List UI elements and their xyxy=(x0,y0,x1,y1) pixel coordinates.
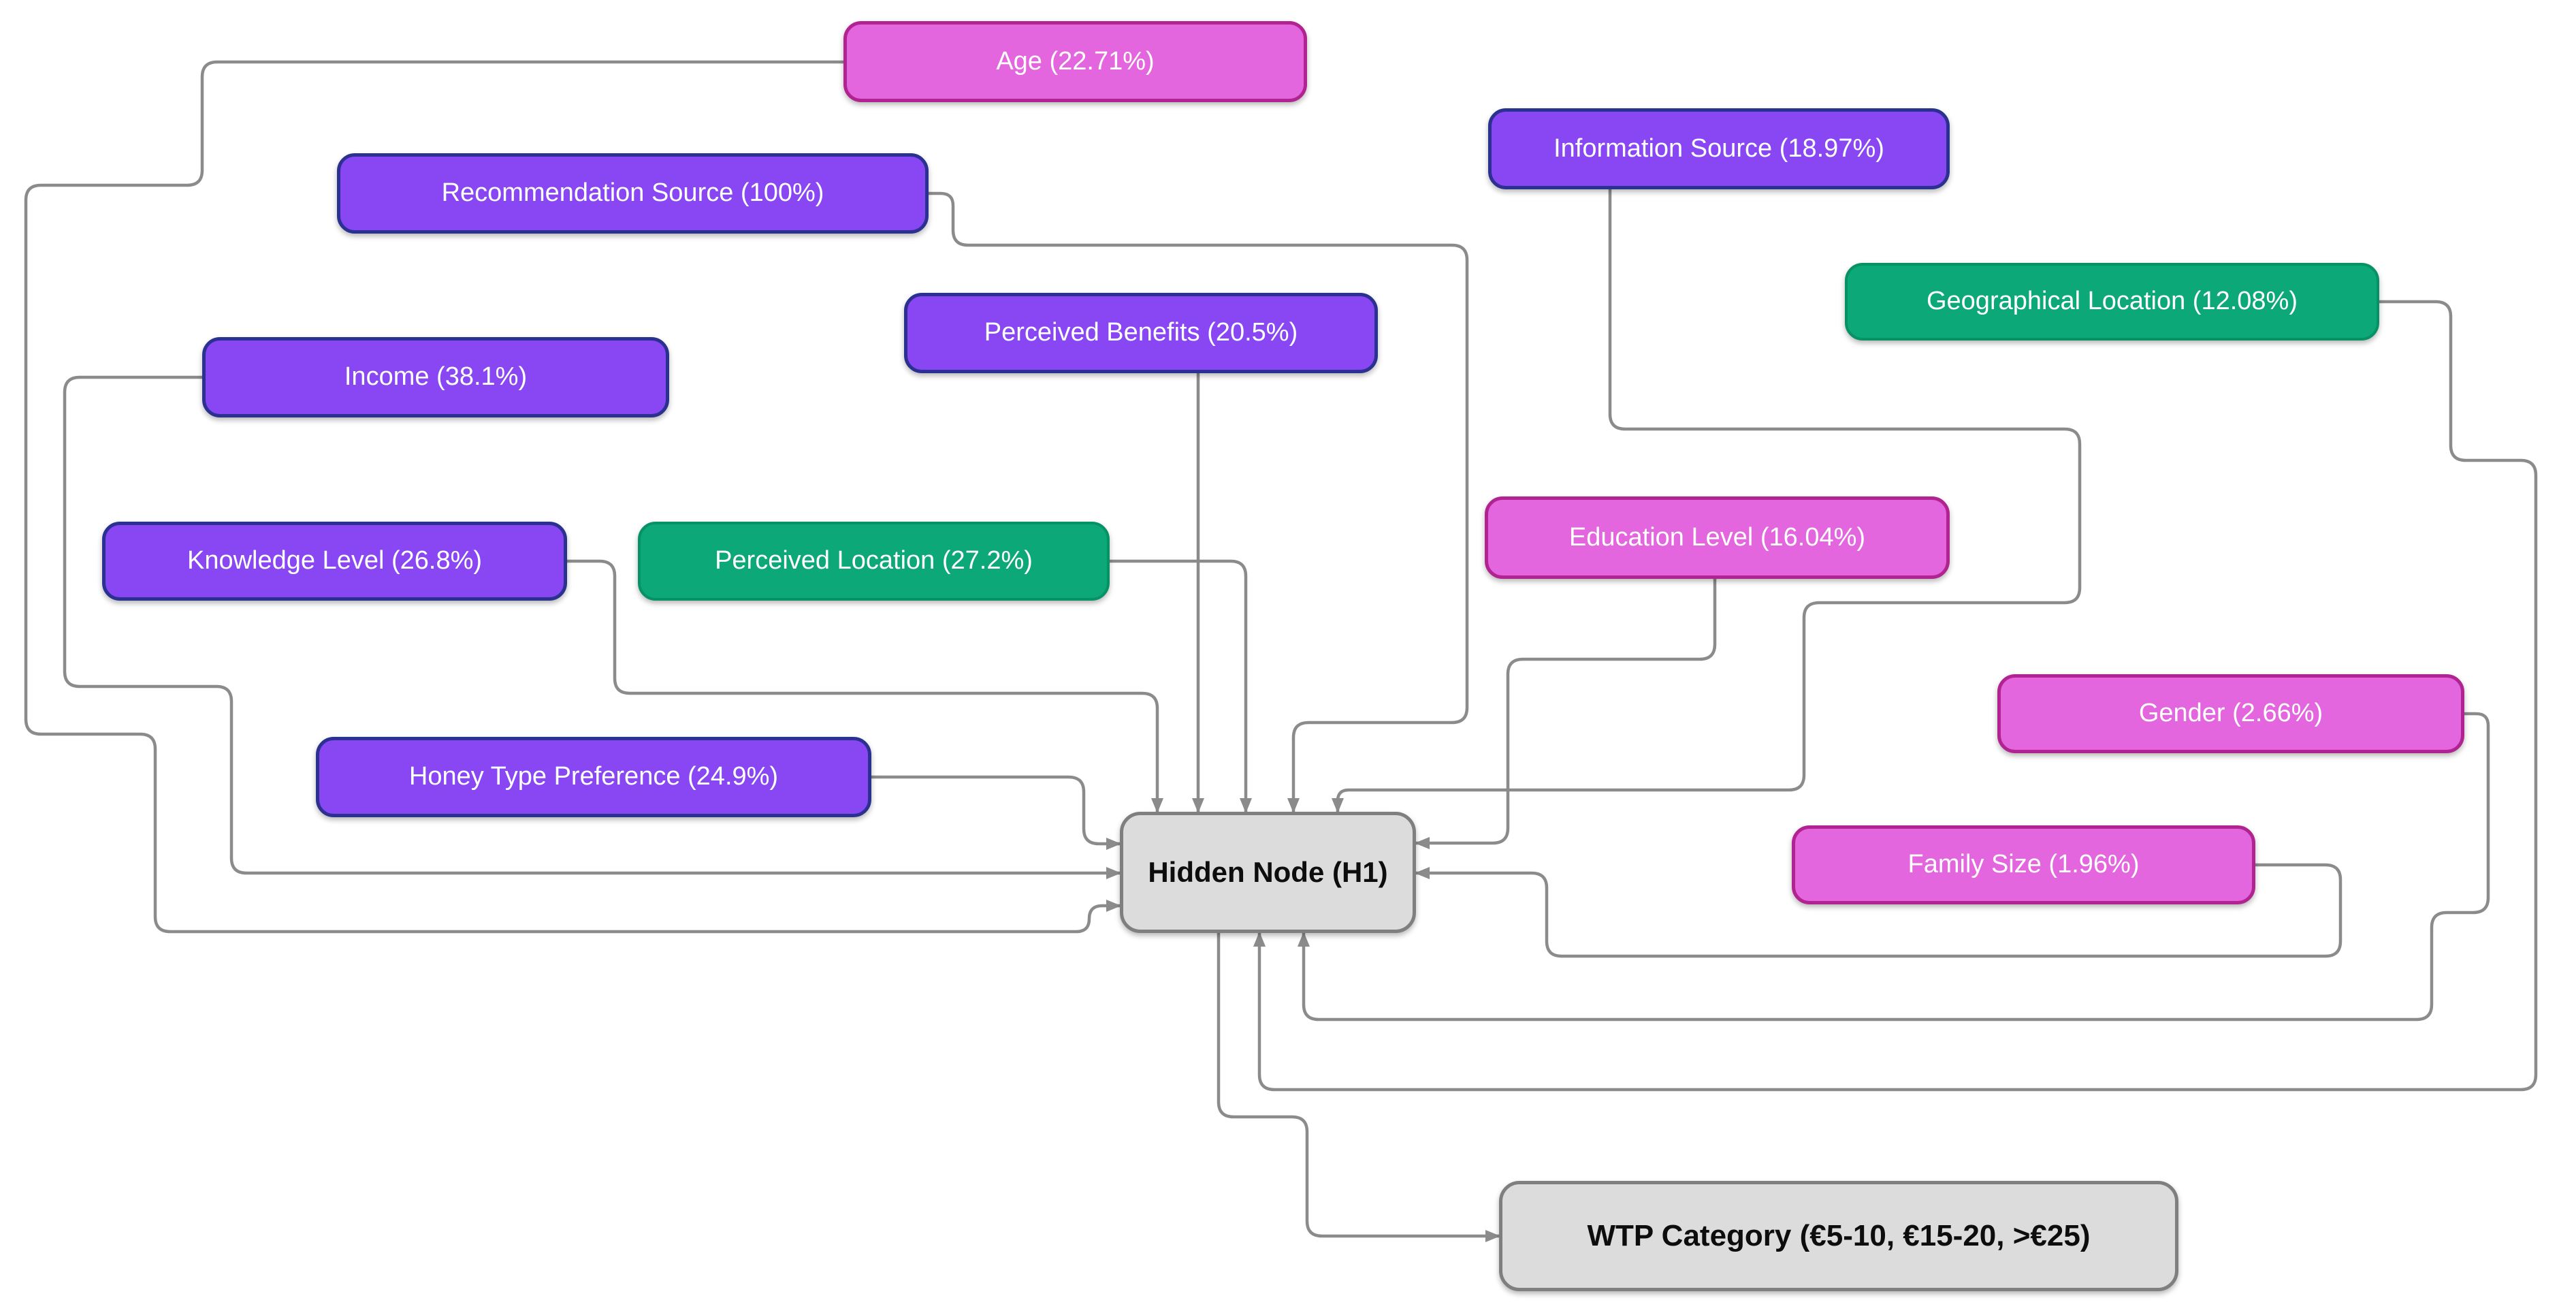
node-geographical-location-label: Geographical Location (12.08%) xyxy=(1926,287,2298,316)
node-hidden-h1: Hidden Node (H1) xyxy=(1120,812,1416,933)
node-wtp-category-label: WTP Category (€5-10, €15-20, >€25) xyxy=(1587,1218,2091,1252)
node-education-level-label: Education Level (16.04%) xyxy=(1568,522,1866,552)
node-income: Income (38.1%) xyxy=(202,337,669,417)
node-knowledge-level: Knowledge Level (26.8%) xyxy=(102,522,567,601)
edge-age xyxy=(24,60,1122,934)
edge-education-level xyxy=(1414,577,1717,849)
node-gender: Gender (2.66%) xyxy=(1997,674,2464,753)
node-hidden-h1-label: Hidden Node (H1) xyxy=(1148,855,1388,888)
edge-geographical-location xyxy=(1253,300,2538,1092)
node-honey-type-preference: Honey Type Preference (24.9%) xyxy=(316,737,871,817)
node-recommendation-source-label: Recommendation Source (100%) xyxy=(441,178,824,208)
node-gender-label: Gender (2.66%) xyxy=(2138,699,2323,728)
edge-honey-type-preference xyxy=(869,775,1122,850)
node-age-label: Age (22.71%) xyxy=(996,46,1155,76)
edge-family-size xyxy=(1414,863,2342,958)
node-perceived-benefits: Perceived Benefits (20.5%) xyxy=(904,293,1378,373)
edge-recommendation-source xyxy=(927,191,1469,814)
edge-knowledge-level xyxy=(565,559,1163,814)
node-family-size: Family Size (1.96%) xyxy=(1792,825,2255,904)
edge-gender xyxy=(1298,712,2490,1022)
node-education-level: Education Level (16.04%) xyxy=(1485,496,1950,579)
node-perceived-location-label: Perceived Location (27.2%) xyxy=(715,546,1033,575)
node-information-source-label: Information Source (18.97%) xyxy=(1553,133,1884,163)
edge-hidden-to-wtp xyxy=(1217,931,1501,1242)
node-honey-type-preference-label: Honey Type Preference (24.9%) xyxy=(408,762,779,791)
node-information-source: Information Source (18.97%) xyxy=(1488,108,1950,189)
node-family-size-label: Family Size (1.96%) xyxy=(1907,850,2140,879)
node-perceived-benefits-label: Perceived Benefits (20.5%) xyxy=(984,318,1298,347)
edge-information-source xyxy=(1332,187,2082,814)
node-recommendation-source: Recommendation Source (100%) xyxy=(337,153,929,234)
edge-perceived-location xyxy=(1108,559,1252,814)
edge-income xyxy=(63,375,1122,879)
node-income-label: Income (38.1%) xyxy=(344,362,528,392)
node-age: Age (22.71%) xyxy=(843,21,1307,102)
node-wtp-category: WTP Category (€5-10, €15-20, >€25) xyxy=(1499,1181,2178,1291)
node-geographical-location: Geographical Location (12.08%) xyxy=(1845,263,2379,341)
node-knowledge-level-label: Knowledge Level (26.8%) xyxy=(187,546,483,575)
node-perceived-location: Perceived Location (27.2%) xyxy=(638,522,1110,601)
